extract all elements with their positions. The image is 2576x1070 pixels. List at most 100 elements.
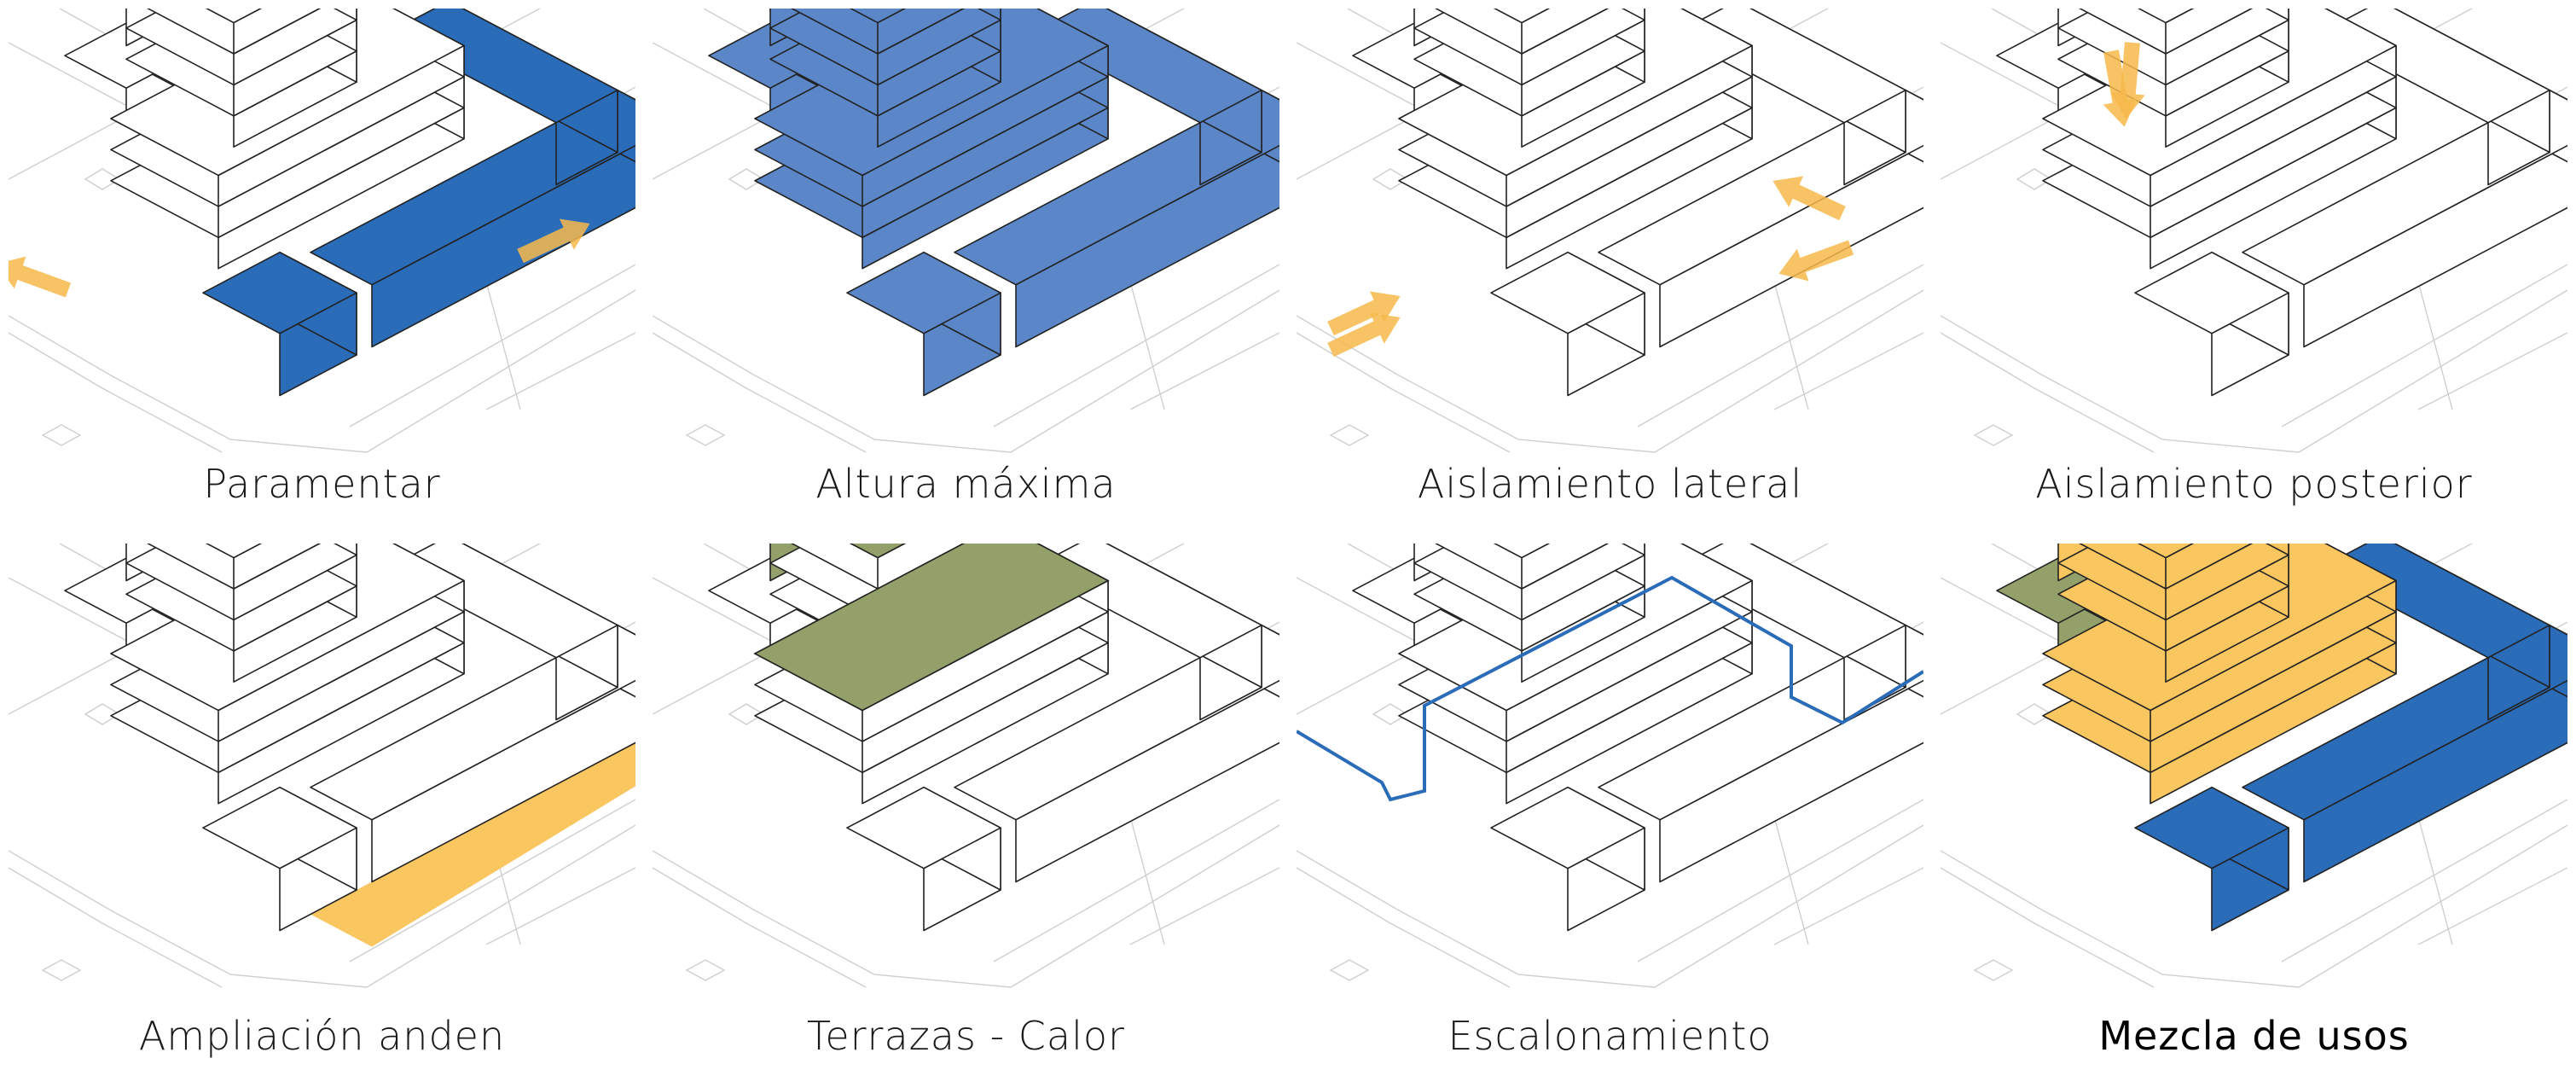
volume-face-front: [2165, 544, 2254, 590]
street-edge: [1297, 332, 1511, 453]
building: [1996, 9, 2567, 397]
aislamiento-posterior-diagram: [1941, 9, 2567, 453]
volume-face-front: [1521, 9, 1645, 86]
volume-face-front: [371, 679, 635, 883]
street-edge: [1637, 264, 1923, 427]
street-edge: [349, 264, 635, 427]
volume-face-side: [333, 9, 357, 21]
podium-front-wing: [1598, 624, 1923, 883]
panel-altura-maxima: Altura máxima: [644, 0, 1288, 535]
volume-face-front: [877, 9, 1001, 86]
street-edge: [993, 264, 1279, 427]
podium-corner: [202, 251, 357, 397]
parcel-line: [485, 332, 635, 410]
arrow-shape: [1778, 240, 1854, 282]
mezcla-de-usos-diagram: [1941, 544, 2567, 988]
panel-label: Escalonamiento: [1448, 1013, 1772, 1059]
volume-face-front: [1521, 544, 1610, 590]
volume-face-side: [977, 9, 1001, 21]
parcel-line: [2417, 332, 2567, 410]
volume-face-front: [877, 9, 966, 55]
parcel-line: [1129, 281, 1165, 410]
street-edge: [1297, 867, 1511, 988]
panel-label: Aislamiento posterior: [2035, 461, 2473, 507]
podium-corner: [1490, 786, 1645, 932]
context-block: [1973, 424, 2014, 446]
volume-face-top: [2137, 9, 2195, 24]
building: [1352, 544, 1923, 932]
panel-label: Mezcla de usos: [2098, 1013, 2410, 1059]
volume-face-top: [1598, 624, 1923, 821]
parcel-line: [1773, 867, 1923, 945]
escalonamiento-diagram: [1297, 544, 1923, 988]
volume-face-front: [2165, 544, 2289, 621]
volume-face-top: [954, 624, 1279, 821]
podium-front-wing: [954, 89, 1279, 348]
volume-face-top: [310, 624, 635, 821]
street-edge: [1654, 824, 1923, 988]
volume-face-front: [2303, 679, 2567, 883]
street-edge: [653, 332, 867, 453]
volume-face-top: [846, 251, 1001, 334]
street-edge: [9, 850, 368, 988]
volume-face-top: [2242, 89, 2567, 286]
podium-front-wing: [1598, 89, 1923, 348]
arrow-shape: [1772, 176, 1846, 221]
airflow-arrow-down: [2110, 42, 2145, 119]
context-block: [41, 959, 82, 981]
volume-face-top: [205, 544, 263, 559]
floor-slab: [2137, 9, 2254, 55]
volume-face-top: [846, 786, 1001, 869]
parcel-line: [485, 867, 635, 945]
podium-front-wing: [2242, 89, 2567, 348]
volume-face-front: [233, 9, 357, 86]
parcel-line: [1773, 332, 1923, 410]
airflow-arrow-right: [517, 218, 590, 264]
panel-ampliacion-anden: Ampliación anden: [0, 535, 644, 1070]
street-edge: [1010, 824, 1279, 988]
podium-front-wing: [954, 624, 1279, 883]
street-edge: [366, 289, 635, 453]
volume-face-front: [233, 544, 357, 621]
volume-face-front: [2165, 9, 2254, 55]
volume-face-top: [205, 9, 263, 24]
volume-face-front: [1659, 679, 1923, 883]
street-edge: [653, 867, 867, 988]
panel-terrazas-calor: Terrazas - Calor: [644, 535, 1288, 1070]
volume-face-top: [1493, 544, 1551, 559]
volume-face-top: [1490, 786, 1645, 869]
sidewalk-extension: [310, 742, 635, 947]
street-edge: [653, 315, 1012, 453]
green-roof-terrace: [753, 544, 1110, 712]
street-edge: [9, 867, 223, 988]
podium-corner: [846, 251, 1001, 397]
street-edge: [2281, 799, 2567, 962]
volume-face-side: [333, 544, 357, 556]
volume-face-top: [310, 89, 635, 286]
airflow-arrow-left: [1327, 291, 1401, 336]
arrow-shape: [9, 256, 72, 298]
volume-face-side: [2265, 544, 2289, 556]
parcel-line: [1129, 816, 1165, 945]
building: [64, 9, 635, 397]
podium-corner: [2134, 786, 2289, 932]
podium-corner: [202, 786, 357, 932]
parcel-line: [2417, 281, 2453, 410]
volume-face-top: [202, 786, 357, 869]
floor-slab: [1493, 544, 1610, 590]
volume-face-top: [1490, 251, 1645, 334]
panel-label: Terrazas - Calor: [807, 1013, 1125, 1059]
volume-face-top: [2137, 544, 2195, 559]
building: [64, 544, 635, 932]
street-edge: [2298, 289, 2567, 453]
panel-label: Ampliación anden: [138, 1013, 506, 1059]
aislamiento-lateral-diagram: [1297, 9, 1923, 453]
parcel-line: [2417, 867, 2567, 945]
street-edge: [1637, 799, 1923, 962]
volume-face-front: [2303, 144, 2567, 348]
parcel-line: [1129, 332, 1279, 410]
terrazas-calor-diagram: [653, 544, 1279, 988]
paramentar-diagram: [9, 9, 635, 453]
arrow-shape: [2110, 42, 2145, 119]
